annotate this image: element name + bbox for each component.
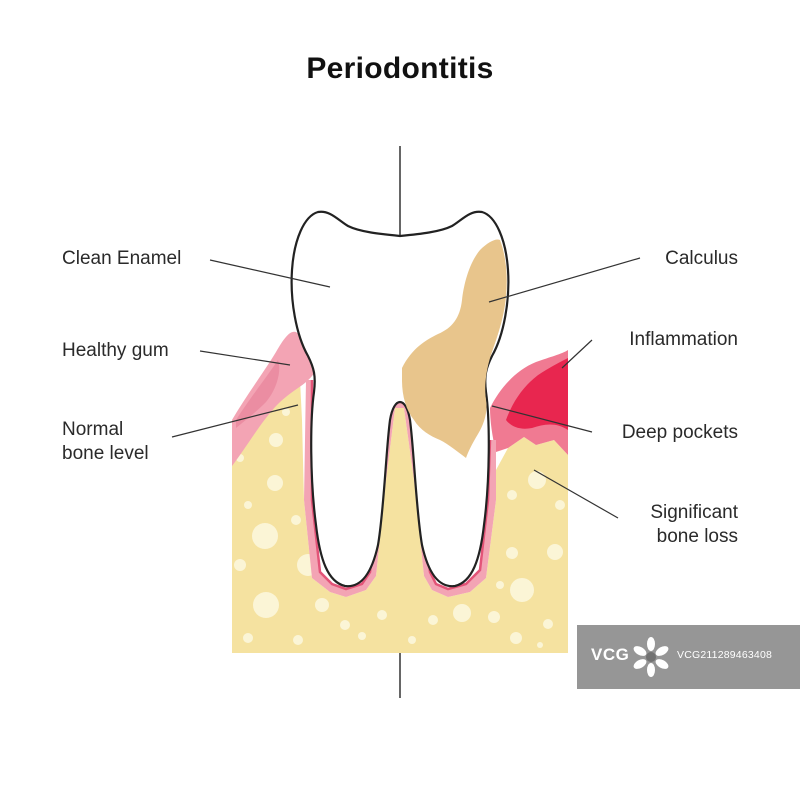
inflamed-gum	[490, 350, 568, 455]
leader-normal-bone	[171, 404, 299, 438]
label-bone-loss-line1: Significant	[650, 502, 738, 523]
label-inflammation: Inflammation	[629, 329, 738, 350]
leader-bone-loss	[533, 469, 619, 519]
bone-spots	[234, 408, 565, 648]
label-normal-bone-line2: bone level	[62, 443, 149, 464]
label-normal-bone-line1: Normal	[62, 419, 124, 440]
label-bone-loss-line2: bone loss	[656, 526, 738, 547]
leader-healthy-gum	[199, 350, 291, 366]
leader-deep-pockets	[491, 405, 593, 433]
leader-calculus	[488, 257, 641, 303]
healthy-gum	[232, 331, 316, 466]
calculus-deposit	[402, 239, 507, 458]
label-healthy-gum: Healthy gum	[62, 340, 169, 361]
page-title: Periodontitis	[306, 52, 494, 85]
tooth	[290, 210, 510, 588]
watermark: VCG VCG211289463408	[577, 625, 800, 689]
leader-inflammation	[561, 339, 593, 369]
watermark-logo: VCG	[591, 645, 630, 664]
label-calculus: Calculus	[665, 248, 738, 269]
label-deep-pockets: Deep pockets	[621, 422, 738, 443]
bone	[232, 372, 568, 653]
leader-clean-enamel	[209, 259, 331, 288]
watermark-id: VCG211289463408	[677, 649, 773, 661]
leader-lines	[171, 257, 641, 519]
flower-icon	[633, 637, 669, 677]
label-clean-enamel: Clean Enamel	[62, 248, 182, 269]
